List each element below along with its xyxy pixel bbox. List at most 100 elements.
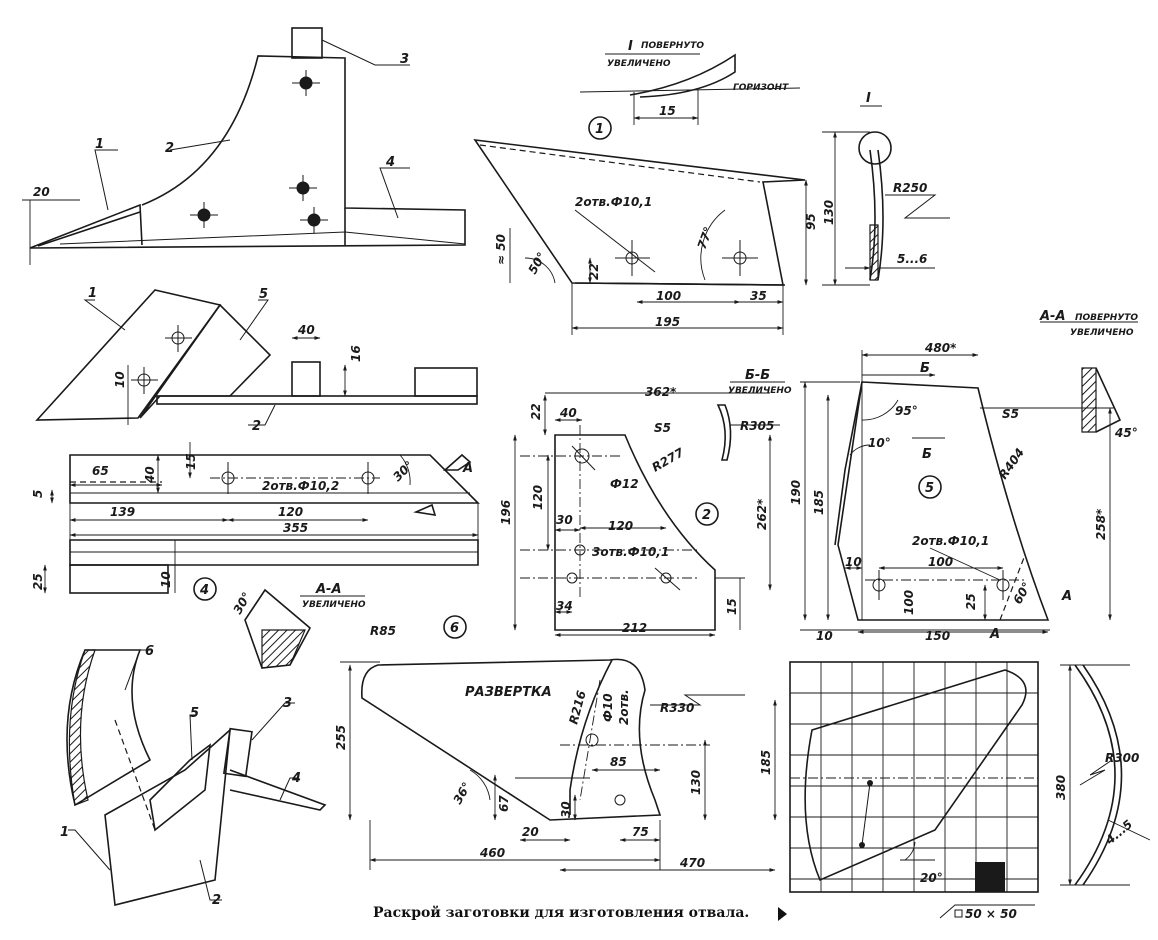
dim-20-dev: 20 <box>522 825 539 839</box>
dim-5-6: 5...6 <box>897 252 927 266</box>
label-part-3: 3 <box>400 52 409 67</box>
label-povernuto-i: ПОВЕРНУТО <box>641 41 704 51</box>
label-holes-2: 3отв.Ф10,1 <box>592 545 669 559</box>
dim-480: 480* <box>924 341 957 355</box>
label-part-4-3d: 4 <box>291 771 301 786</box>
dim-r305: R305 <box>740 419 774 433</box>
dim-30-plate: 30 <box>556 513 573 527</box>
label-part-5-mid: 5 <box>259 287 268 302</box>
label-part-3-3d: 3 <box>283 696 292 711</box>
label-part-1-3d: 1 <box>60 825 69 840</box>
dim-190: 190 <box>789 480 803 505</box>
dim-77deg-share: 77° <box>695 225 716 251</box>
dim-30deg-bar: 30° <box>390 458 416 484</box>
view-moldboard-parts: 1 5 2 40 16 10 <box>35 286 478 434</box>
dim-10deg: 10° <box>868 436 891 450</box>
view-development-6: 6 R85 РАЗВЕРТКА 255 36° R216 Ф10 2отв. R… <box>334 615 777 872</box>
label-detail-i-profile: I <box>866 91 871 106</box>
dim-40-plate: 40 <box>559 406 577 420</box>
dim-40-bar: 40 <box>143 466 157 484</box>
dim-100-share: 100 <box>656 289 681 303</box>
view-side-assembly: 20 1 2 3 4 <box>22 27 466 265</box>
label-part-1: 1 <box>95 137 104 152</box>
label-view-2: 2 <box>702 508 711 523</box>
label-holes-1: 2отв.Ф10,1 <box>575 195 652 209</box>
dim-196: 196 <box>499 500 513 525</box>
label-part-4: 4 <box>385 155 395 170</box>
dim-185-dev: 185 <box>759 750 773 775</box>
label-razvertka: РАЗВЕРТКА <box>465 685 552 700</box>
dim-5-bar: 5 <box>31 490 45 498</box>
dim-10-bottom: 10 <box>816 629 833 643</box>
dim-r260: R250 <box>893 181 927 195</box>
dim-50deg-share: 50° <box>525 250 548 277</box>
dim-120-bar: 120 <box>278 505 303 519</box>
dim-r277: R277 <box>650 445 687 475</box>
dim-185-part5: 185 <box>812 490 826 515</box>
label-section-a-bar: А <box>462 461 473 476</box>
dim-36deg: 36° <box>450 780 473 807</box>
grid-sample-cell <box>975 862 1005 892</box>
view-bar-4: 65 15 40 2отв.Ф10,2 30° А 5 139 120 355 <box>31 442 480 540</box>
view-section-aa-bar: А-А УВЕЛИЧЕНО 30° <box>230 582 366 669</box>
dim-r300: R300 <box>1105 751 1139 765</box>
view-bar-side: 4 25 10 <box>31 539 479 601</box>
label-part-1-mid: 1 <box>88 286 97 301</box>
label-aa-bar: А-А <box>315 582 342 597</box>
label-s5-part5: S5 <box>1002 407 1019 421</box>
dim-40-strip: 40 <box>297 323 315 337</box>
dim-10-strip: 10 <box>113 371 127 388</box>
dim-15-plate: 15 <box>725 598 739 615</box>
dim-10-part5: 10 <box>845 555 862 569</box>
dim-150: 150 <box>925 629 950 643</box>
dim-460: 460 <box>479 846 505 860</box>
dim-75: 75 <box>632 825 649 839</box>
dim-r85: R85 <box>370 624 396 638</box>
dim-130-profile: 130 <box>822 200 836 225</box>
label-detail-i-top: I <box>628 39 633 54</box>
dim-r404: R404 <box>996 446 1027 482</box>
dim-67: 67 <box>497 795 511 812</box>
label-a-bottom: А <box>989 627 1000 642</box>
view-cutting-grid: 20° 50 × 50 <box>789 661 1039 921</box>
dim-100-part5-h: 100 <box>928 555 953 569</box>
dim-16-strip: 16 <box>349 345 363 362</box>
label-uvelicheno-aa-bar: УВЕЛИЧЕНО <box>302 600 366 610</box>
dim-380: 380 <box>1054 775 1068 800</box>
label-b-mid: Б <box>922 447 932 462</box>
dim-262: 262* <box>755 498 769 530</box>
dim-95-share: 95 <box>804 213 818 230</box>
label-part-5-3d: 5 <box>190 706 199 721</box>
dim-195-share: 195 <box>655 315 680 329</box>
view-plate-2: 2 362* 22 40 S5 R277 Ф12 196 120 30 120 … <box>499 385 772 637</box>
view-part-5: 5 480* Б 95° 10° Б S5 R404 190 185 258* … <box>789 341 1115 643</box>
label-uvelicheno-aa-right: УВЕЛИЧЕНО <box>1070 328 1134 338</box>
dim-362: 362* <box>645 385 677 399</box>
dim-65-bar: 65 <box>92 464 109 478</box>
label-view-4: 4 <box>199 583 209 598</box>
dim-50-share: ≈ 50 <box>494 234 508 265</box>
view-share-1: 1 2отв.Ф10,1 100 35 195 95 ≈ 50 50° 77° … <box>473 116 818 335</box>
dim-30-dev: 30 <box>559 801 573 818</box>
view-section-bb: Б-Б УВЕЛИЧЕНО R305 <box>716 368 792 461</box>
view-exploded: 6 5 3 4 1 2 <box>60 644 327 908</box>
label-uvelicheno-i: УВЕЛИЧЕНО <box>607 59 671 69</box>
label-grid-cell: 50 × 50 <box>965 907 1017 921</box>
label-s5-plate: S5 <box>654 421 671 435</box>
dim-25-bar: 25 <box>31 573 45 590</box>
dim-22-plate: 22 <box>529 403 543 420</box>
view-share-profile: I R250 5...6 130 <box>822 91 950 286</box>
view-section-aa-right: А-А ПОВЕРНУТО УВЕЛИЧЕНО 45° <box>1039 309 1138 440</box>
dim-85: 85 <box>610 755 627 769</box>
dim-r330: R330 <box>660 701 694 715</box>
view-detail-i: I ПОВЕРНУТО УВЕЛИЧЕНО ГОРИЗОНТ 15 <box>579 39 801 125</box>
dim-20-top: 20 <box>33 185 50 199</box>
dim-f10: Ф10 <box>601 693 615 722</box>
dim-95deg: 95° <box>895 404 918 418</box>
label-part-2-mid: 2 <box>252 419 261 434</box>
dim-120-plate-h: 120 <box>608 519 633 533</box>
label-b-top: Б <box>920 361 930 376</box>
dim-120-plate-v: 120 <box>531 485 545 510</box>
label-part-2-3d: 2 <box>212 893 221 908</box>
